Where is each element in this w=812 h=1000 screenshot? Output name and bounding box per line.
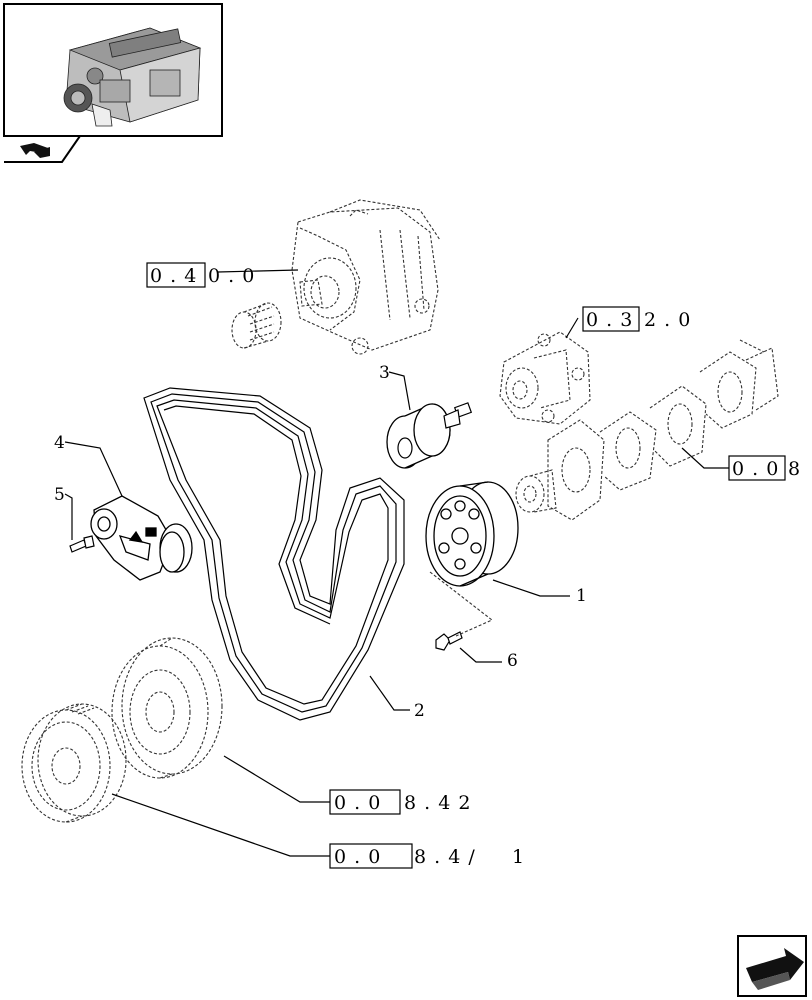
ref-alternator-rest: 0 . 0 <box>208 265 255 287</box>
ref-damper[interactable]: 0 . 0 8 . 4 2 <box>329 789 471 815</box>
ref-pulley-boxed: 0 . 0 <box>334 846 381 868</box>
ref-pulley-tail: 1 <box>512 846 525 868</box>
section-tab <box>4 135 82 163</box>
vibration-damper <box>111 637 223 779</box>
ref-alternator-boxed: 0 . 4 <box>150 265 197 287</box>
leader-lines <box>64 269 730 857</box>
section-arrow-icon <box>20 143 50 158</box>
belt-tensioner <box>90 495 193 581</box>
callout-4: 4 <box>54 433 65 453</box>
callout-6: 6 <box>507 651 518 671</box>
callout-1: 1 <box>576 586 587 606</box>
front-pulley <box>21 703 127 823</box>
crankshaft-pulley <box>425 481 519 587</box>
water-pump <box>499 331 591 425</box>
bolt-alignment-line <box>429 571 494 637</box>
ref-water-pump[interactable]: 0 . 3 2 . 0 <box>582 306 691 332</box>
ref-alternator[interactable]: 0 . 4 0 . 0 <box>146 262 255 288</box>
ref-crankshaft-boxed: 0 . 0 <box>732 458 779 480</box>
alternator-pulley <box>231 302 282 349</box>
idler-pulley <box>386 402 473 469</box>
engine-thumbnail <box>3 3 223 137</box>
crankshaft <box>515 339 779 521</box>
ref-water-pump-boxed: 0 . 3 <box>586 309 633 331</box>
callout-5: 5 <box>54 485 65 505</box>
ref-pulley-rest: 8 . 4 / <box>414 846 476 868</box>
callout-3: 3 <box>379 363 390 383</box>
alternator <box>291 199 441 355</box>
ref-damper-rest: 8 . 4 2 <box>404 792 471 814</box>
next-page-arrow-icon[interactable] <box>737 935 807 997</box>
ref-pulley[interactable]: 0 . 0 8 . 4 / 1 <box>329 843 525 869</box>
ref-damper-boxed: 0 . 0 <box>334 792 381 814</box>
ref-water-pump-rest: 2 . 0 <box>644 309 691 331</box>
ref-crankshaft-rest: 8 <box>788 458 801 480</box>
drive-belt <box>143 387 405 721</box>
ref-crankshaft[interactable]: 0 . 0 8 <box>728 455 801 481</box>
callout-2: 2 <box>414 701 425 721</box>
bolt-5 <box>69 535 95 553</box>
